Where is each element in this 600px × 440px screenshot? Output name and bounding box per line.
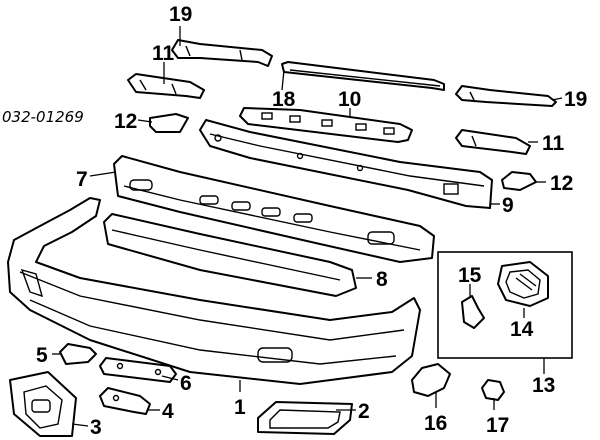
callout-8: 8 (376, 268, 388, 291)
callout-17: 17 (486, 414, 509, 437)
part-3 (9, 371, 77, 437)
callout-16: 16 (424, 412, 447, 435)
callout-14: 14 (510, 318, 534, 341)
part-14 (497, 261, 549, 307)
part-10 (239, 107, 413, 143)
callout-12-left: 12 (114, 110, 137, 133)
part-11-right (455, 129, 531, 155)
part-19-upper (171, 39, 273, 67)
part-1 (7, 197, 421, 385)
callout-4: 4 (162, 400, 174, 423)
callout-1: 1 (234, 396, 246, 419)
part-6 (99, 357, 177, 383)
leader-lines (52, 26, 563, 427)
part-19-right (455, 85, 557, 107)
part-18 (281, 61, 445, 91)
callout-19-right: 19 (564, 88, 587, 111)
part-9 (199, 119, 493, 209)
callout-13: 13 (532, 374, 555, 397)
part-16 (411, 363, 451, 397)
part-12-right (501, 171, 537, 191)
callout-11-right: 11 (542, 132, 565, 155)
callout-18: 18 (272, 88, 296, 111)
callout-2: 2 (358, 400, 370, 423)
part-7 (113, 155, 435, 263)
callout-15: 15 (458, 264, 482, 287)
part-8 (103, 213, 357, 297)
callout-9: 9 (502, 194, 514, 217)
callout-12-right: 12 (550, 172, 573, 195)
callout-7: 7 (76, 168, 88, 191)
part-11-left (127, 73, 205, 99)
part-2 (257, 401, 353, 435)
callout-5: 5 (36, 344, 48, 367)
callout-10: 10 (338, 88, 361, 111)
callout-3: 3 (90, 416, 102, 439)
part-15 (461, 295, 485, 329)
callout-11-left: 11 (152, 42, 175, 65)
part-17 (481, 379, 505, 401)
callout-19-top: 19 (169, 3, 192, 26)
callout-6: 6 (180, 372, 192, 395)
part-13-group (437, 251, 573, 359)
diagram-code: 032-01269 (2, 108, 84, 126)
part-4 (99, 387, 151, 415)
part-12-left (149, 113, 189, 133)
part-5 (59, 343, 97, 365)
